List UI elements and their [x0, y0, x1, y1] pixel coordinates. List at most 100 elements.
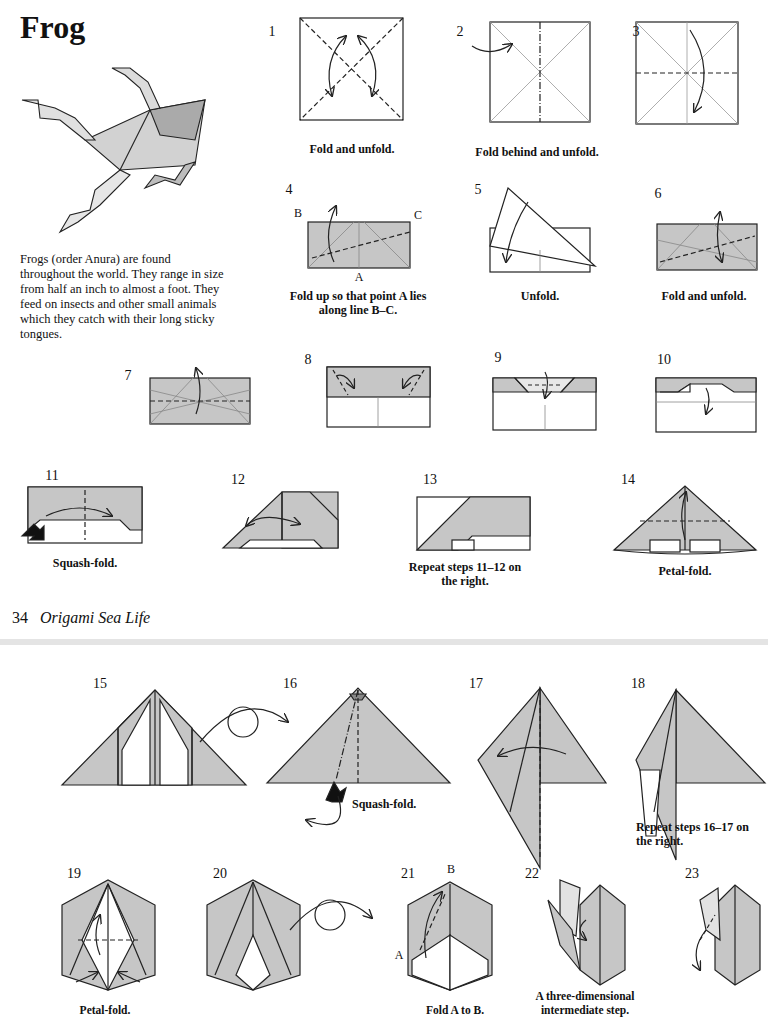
step-9-figure-part — [528, 384, 561, 385]
step-7-figure-part — [207, 378, 250, 424]
step-caption: Petal-fold. — [50, 1004, 160, 1018]
step-6-figure-part — [657, 224, 700, 270]
step-3-figure — [636, 22, 738, 124]
step-caption: Squash-fold. — [352, 797, 462, 811]
step-12-figure-part — [223, 492, 338, 548]
step-6-figure-part — [717, 212, 722, 262]
step-19-figure-part — [108, 884, 146, 975]
step-11-figure-part — [84, 490, 85, 540]
step-1-figure-part — [300, 18, 403, 120]
step-number: 1 — [262, 24, 282, 41]
step-2-figure-part — [490, 22, 590, 122]
book-title: Origami Sea Life — [40, 608, 200, 627]
step-19-figure-part — [76, 972, 98, 982]
step-1-figure-part — [358, 36, 376, 96]
frog-model-part — [112, 68, 160, 110]
step-number: 23 — [680, 866, 704, 883]
step-8-figure-part — [336, 375, 354, 388]
step-9-figure-part — [515, 378, 574, 392]
step-10-figure-part — [706, 388, 709, 414]
step-16-figure-part — [357, 690, 358, 783]
step-19-figure-part — [62, 880, 155, 990]
step-number: 14 — [616, 472, 640, 489]
frog-model — [22, 68, 205, 232]
step-15-figure-part — [160, 700, 188, 785]
step-3-figure-part — [690, 30, 704, 112]
step-14-figure-part — [614, 550, 756, 554]
step-9-figure-part — [493, 378, 596, 430]
step-number: 3 — [626, 24, 646, 41]
step-15-figure-part — [154, 690, 155, 785]
step-3-figure-part — [636, 22, 738, 124]
step-5-figure-part — [490, 188, 595, 266]
step-20-figure — [207, 880, 300, 990]
step-7-figure — [150, 368, 250, 424]
step-23-figure-part — [696, 930, 706, 970]
step-10-figure-part — [660, 384, 690, 392]
step-2-figure-part — [490, 22, 590, 122]
step-22-figure-part — [599, 886, 600, 985]
step-17-figure-part — [498, 747, 566, 756]
step-17-figure-part — [539, 700, 540, 860]
step-caption: Repeat steps 11–12 on the right. — [405, 560, 525, 589]
step-8-figure-part — [409, 370, 424, 395]
step-8-figure-part — [327, 367, 430, 397]
step-number: 16 — [278, 676, 302, 693]
step-7-figure-part — [150, 400, 250, 401]
step-2-figure — [472, 22, 590, 122]
step-1-figure-part — [329, 36, 346, 96]
step-21-figure — [408, 882, 492, 990]
step-5-figure — [490, 188, 595, 272]
step-17-figure — [478, 688, 606, 868]
point-label: A — [392, 948, 406, 962]
step-number: 21 — [396, 866, 420, 883]
step-8-figure-part — [327, 367, 430, 427]
turn-over-symbol-part — [200, 709, 288, 742]
step-15-figure-part — [122, 700, 150, 785]
step-14-figure-part — [614, 486, 756, 550]
step-14-figure-part — [640, 520, 730, 521]
step-23-figure-part — [700, 888, 720, 940]
step-18-figure-part — [654, 690, 676, 812]
frog-model-part — [145, 162, 195, 188]
step-number: 18 — [626, 676, 650, 693]
step-caption: Fold A to B. — [400, 1004, 510, 1018]
step-10-figure — [656, 378, 756, 432]
step-19-figure-part — [82, 884, 134, 990]
step-number: 17 — [464, 676, 488, 693]
step-number: 11 — [40, 468, 64, 485]
step-number: 9 — [488, 350, 508, 367]
step-1-figure-part — [300, 18, 403, 120]
frog-model-part — [22, 100, 95, 140]
page-title: Frog — [20, 8, 140, 46]
turn-over-symbol-part — [228, 707, 258, 737]
step-23-figure-part — [734, 886, 735, 985]
step-6-figure-part — [714, 224, 757, 270]
step-3-figure-part — [636, 72, 738, 73]
step-21-figure-part — [412, 935, 450, 990]
step-15-figure-part — [62, 690, 246, 785]
page-number: 34 — [12, 608, 38, 627]
frog-model-part — [85, 100, 205, 170]
step-12-figure-part — [246, 517, 300, 526]
step-2-figure-part — [472, 44, 512, 52]
step-caption: Fold behind and unfold. — [457, 145, 617, 159]
frog-model-part — [60, 170, 130, 232]
step-4-figure-part — [364, 222, 410, 268]
step-14-figure-part — [690, 540, 720, 552]
step-15-figure-part — [191, 728, 192, 785]
step-19-figure-part — [107, 884, 108, 990]
step-12-figure — [223, 492, 338, 548]
step-6-figure-part — [657, 224, 757, 270]
point-label: C — [411, 208, 425, 222]
step-number: 10 — [652, 352, 676, 369]
step-13-figure-part — [417, 497, 530, 550]
step-caption: Fold and unfold. — [272, 142, 432, 156]
step-21-figure-part — [420, 892, 446, 950]
step-number: 13 — [418, 472, 442, 489]
step-9-figure-part — [545, 372, 548, 398]
step-15-figure-part — [117, 728, 118, 785]
step-8-figure-part — [333, 370, 348, 395]
step-22-figure-part — [580, 920, 586, 940]
